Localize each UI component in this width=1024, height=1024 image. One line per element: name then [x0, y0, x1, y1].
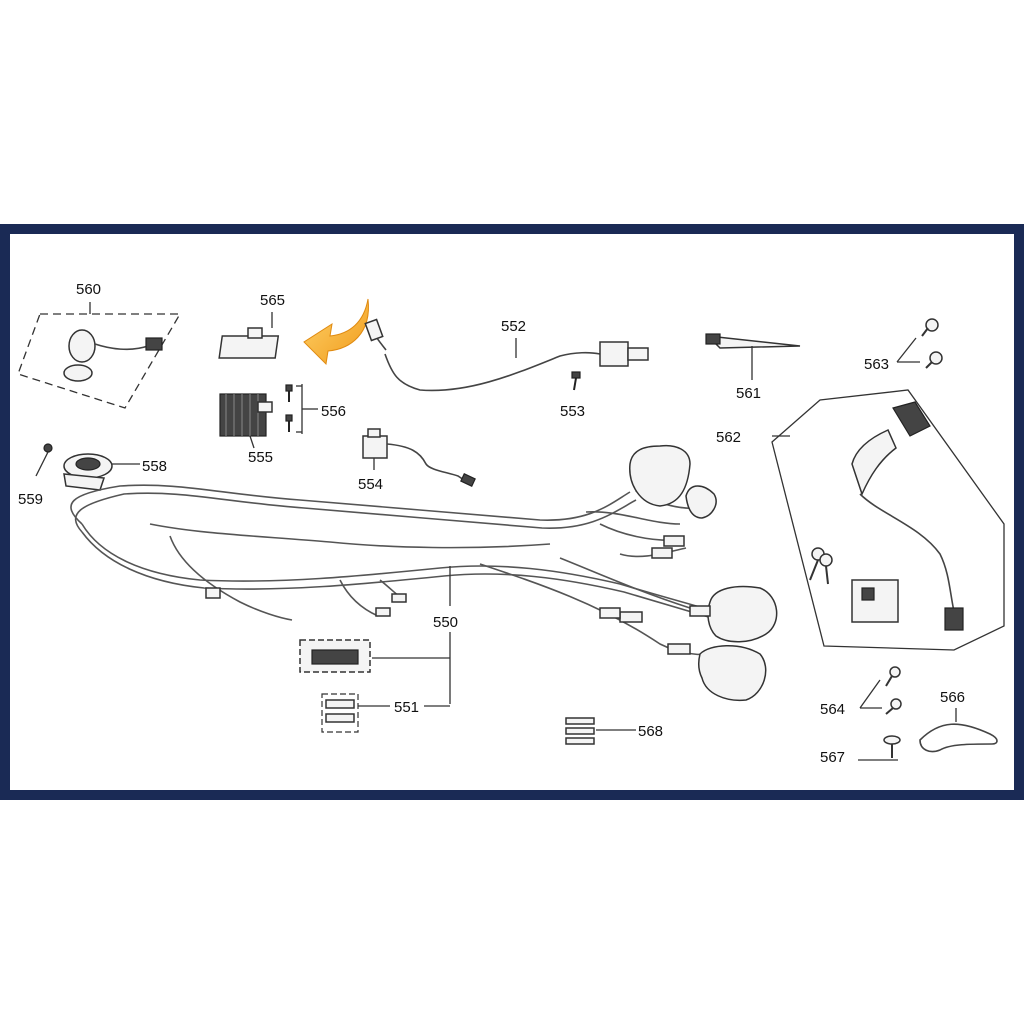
callout-553: 553 — [560, 403, 585, 420]
wiring-harness-parts-diagram: 560 565 552 553 561 563 556 555 562 558 … — [0, 224, 1024, 800]
part-566-cable — [919, 708, 998, 753]
part-554-relay — [362, 428, 476, 487]
part-550-main-harness — [70, 444, 778, 702]
part-555-regulator — [219, 393, 273, 449]
part-565-cdi-unit — [218, 312, 280, 359]
callout-565: 565 — [260, 292, 285, 309]
callout-559: 559 — [18, 491, 43, 508]
part-563-bolts — [896, 318, 943, 369]
callout-566: 566 — [940, 689, 965, 706]
part-562-ignition-switch-set — [771, 389, 1005, 651]
highlight-arrow-icon — [303, 298, 369, 366]
part-551-fuses — [321, 693, 450, 733]
callout-550: 550 — [433, 614, 458, 631]
callout-563: 563 — [864, 356, 889, 373]
part-550-fuse-box — [299, 632, 451, 704]
callout-564: 564 — [820, 701, 845, 718]
part-553-screw — [571, 371, 581, 391]
part-558-horn — [63, 453, 140, 491]
part-564-bolts — [859, 666, 902, 715]
callout-567: 567 — [820, 749, 845, 766]
part-560-switch — [17, 302, 182, 409]
callout-561: 561 — [736, 385, 761, 402]
part-568-spare-fuses — [565, 717, 636, 745]
diagram-frame: 560 565 552 553 561 563 556 555 562 558 … — [0, 224, 1024, 800]
callout-560: 560 — [76, 281, 101, 298]
part-559-screw — [35, 443, 53, 477]
part-561-cable-tie — [705, 333, 801, 380]
callout-554: 554 — [358, 476, 383, 493]
diagram-border — [0, 224, 1024, 800]
part-567-screw — [858, 735, 901, 761]
callout-551: 551 — [394, 699, 419, 716]
callout-568: 568 — [638, 723, 663, 740]
callout-555: 555 — [248, 449, 273, 466]
part-556-bolts — [285, 384, 318, 434]
part-552-ignition-coil — [364, 318, 649, 392]
callout-562: 562 — [716, 429, 741, 446]
callout-552: 552 — [501, 318, 526, 335]
callout-556: 556 — [321, 403, 346, 420]
callout-558: 558 — [142, 458, 167, 475]
